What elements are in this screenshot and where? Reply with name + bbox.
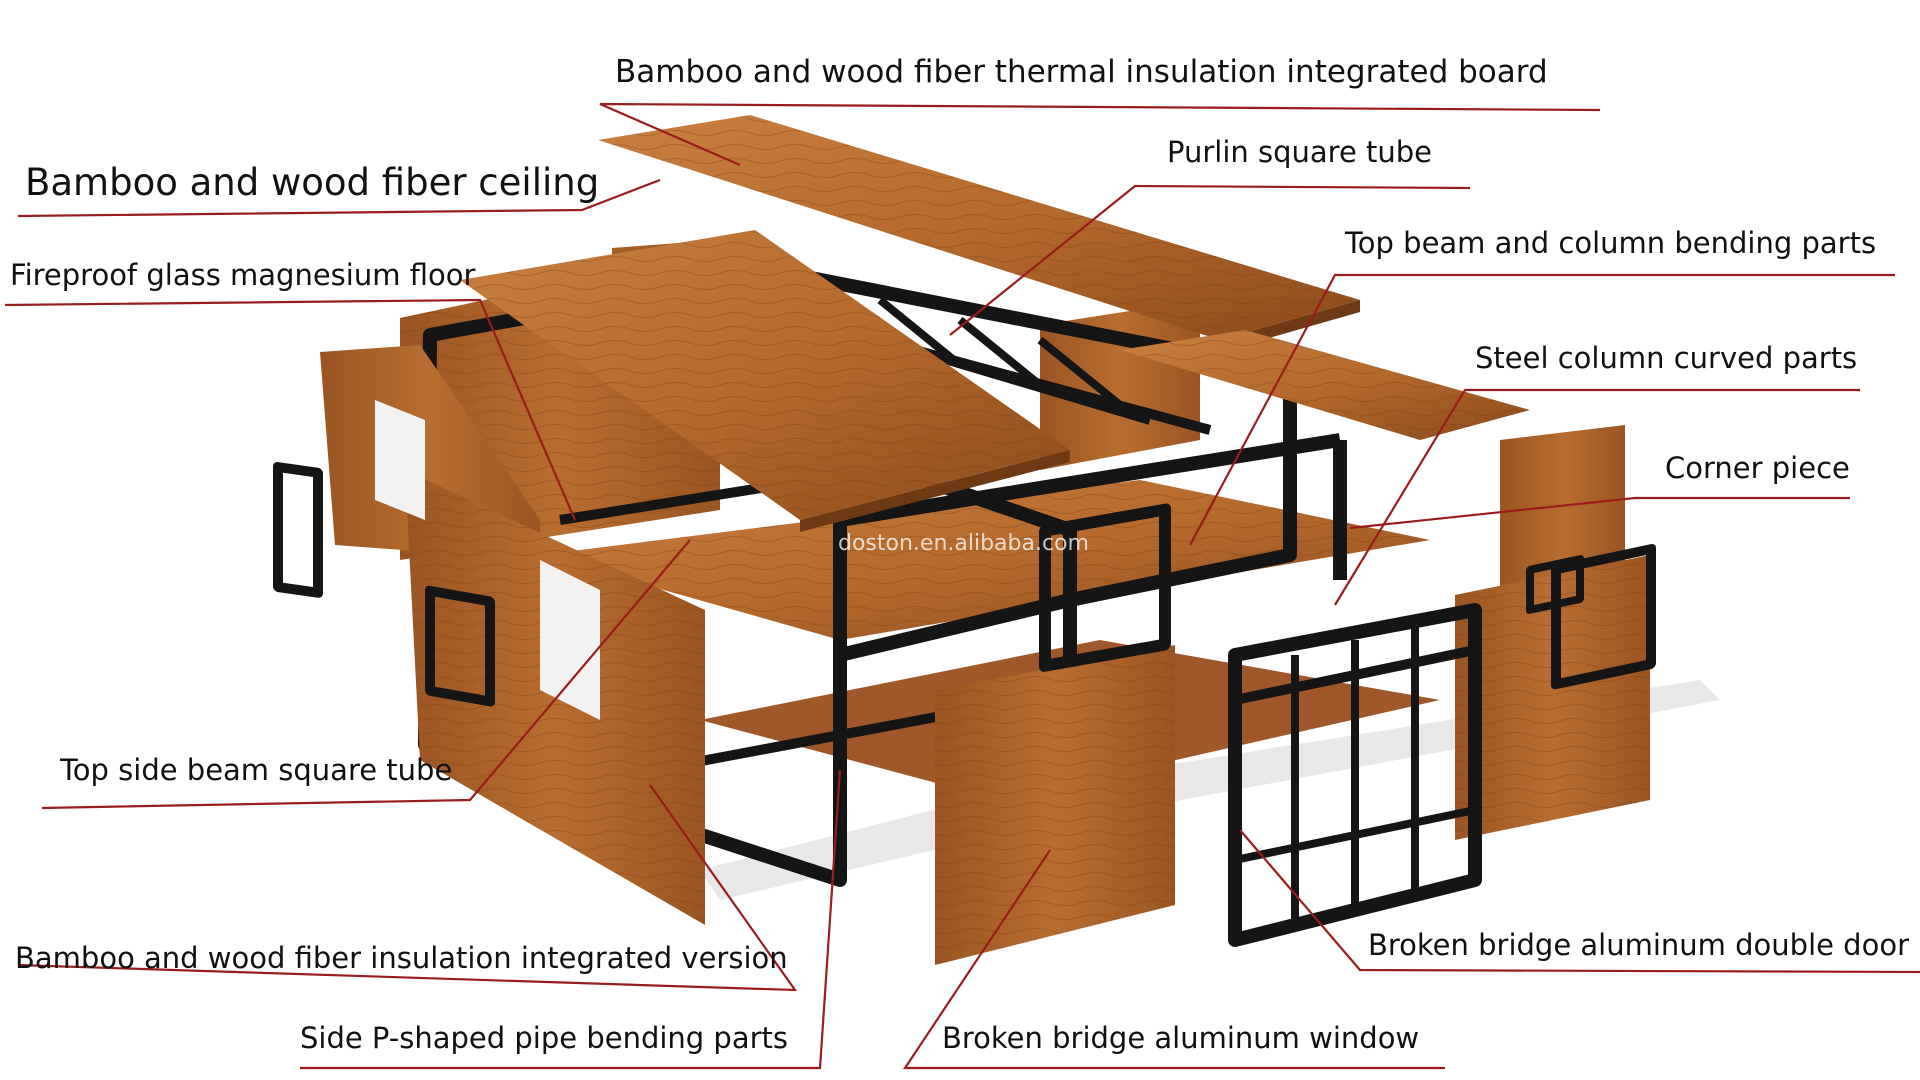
label-top-side-beam: Top side beam square tube [59,753,452,787]
front-left-walls [320,345,705,925]
front-center-panel [935,645,1175,965]
leader-steel-column [1334,388,1860,606]
leader-purlin [949,184,1471,336]
label-insulation-board: Bamboo and wood fiber thermal insulation… [615,54,1548,90]
leader-ceiling [17,178,661,218]
leader-side-p-pipe [300,769,842,1070]
leader-lines [4,102,1920,1070]
label-corner-piece: Corner piece [1665,451,1850,485]
label-side-p-pipe: Side P-shaped pipe bending parts [300,1021,788,1055]
roof-panels [460,115,1530,532]
double-door [1228,603,1482,947]
labels: Bamboo and wood fiber thermal insulation… [10,54,1909,1055]
leader-window [902,849,1445,1070]
leader-top-beam-column [1189,273,1895,546]
leader-insulation-version [17,784,798,992]
label-window: Broken bridge aluminum window [942,1021,1419,1055]
label-purlin: Purlin square tube [1167,135,1432,169]
leader-top-side-beam [41,539,691,810]
front-right-wall [1455,555,1650,840]
leader-insulation-board [599,102,1601,167]
label-fireproof-floor: Fireproof glass magnesium floor [10,258,475,292]
watermark: doston.en.alibaba.com [838,531,1089,556]
leader-fireproof-floor [4,298,577,521]
leader-corner-piece [1349,496,1850,530]
label-insulation-version: Bamboo and wood fiber insulation integra… [15,941,788,975]
window-frames [273,462,1656,707]
label-ceiling: Bamboo and wood fiber ceiling [25,161,599,204]
leader-double-door [1239,829,1920,974]
label-top-beam-column: Top beam and column bending parts [1344,226,1876,260]
label-double-door: Broken bridge aluminum double door [1368,928,1909,962]
label-steel-column: Steel column curved parts [1475,341,1857,375]
